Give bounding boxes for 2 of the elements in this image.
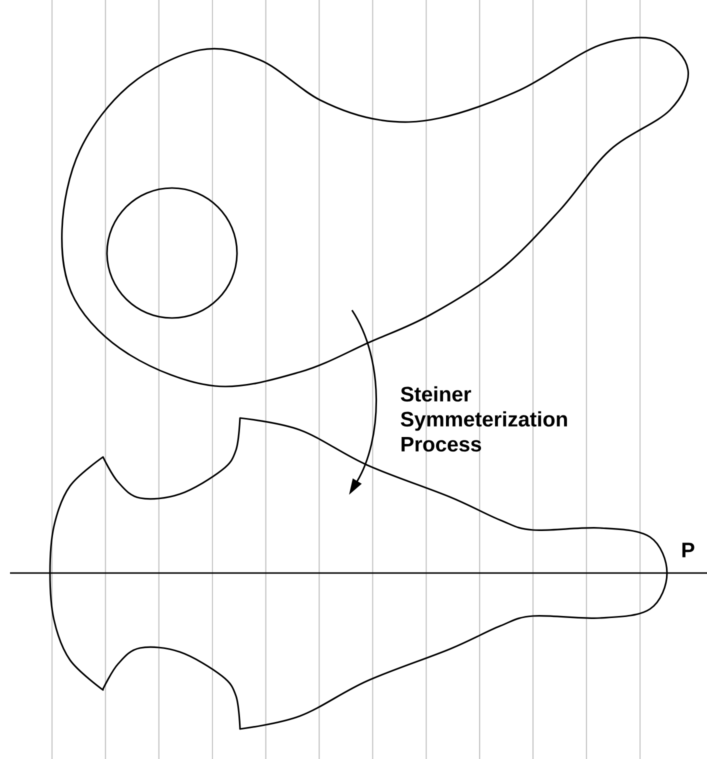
edge-label: Steiner Symmeterization Process (400, 386, 567, 452)
blob-drawing (61, 36, 690, 388)
